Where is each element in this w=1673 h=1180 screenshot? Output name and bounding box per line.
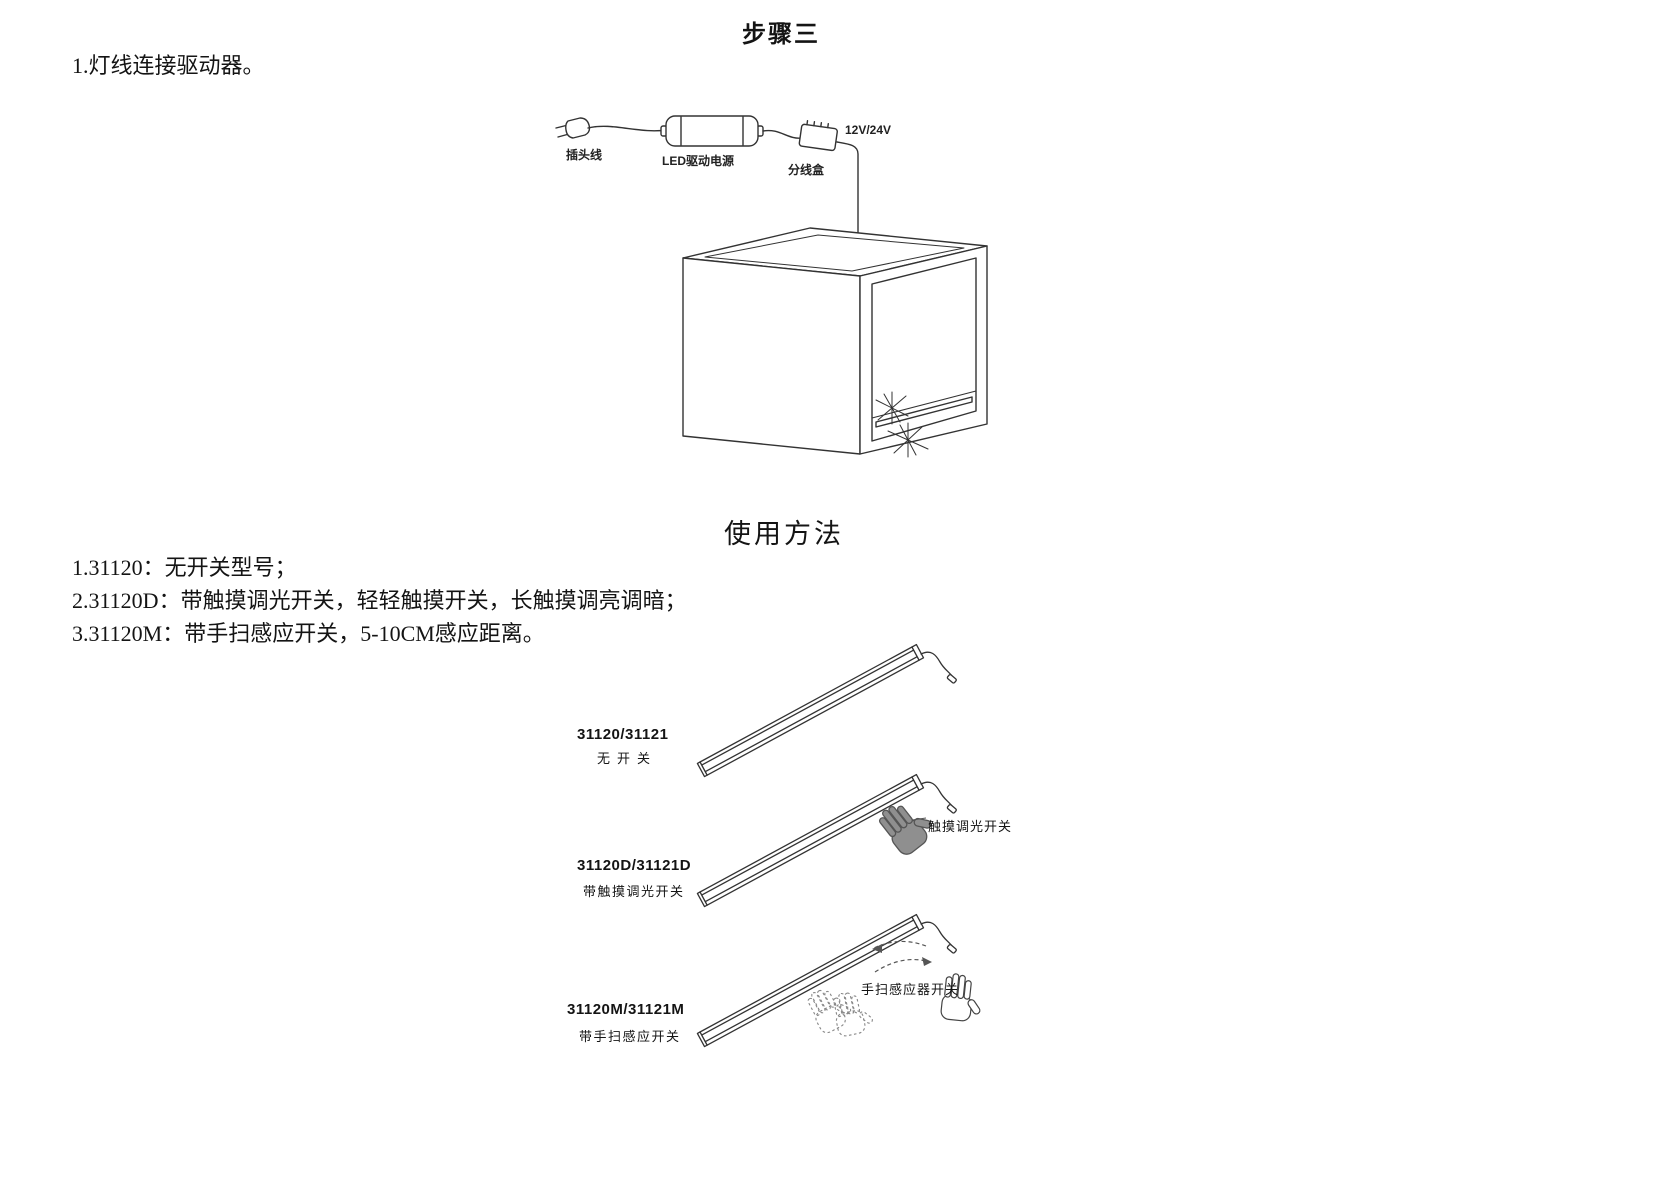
light-bar-model-2 [696,773,958,908]
model3-code: 31120M/31121M [567,1001,685,1018]
step-title: 步骤三 [742,21,820,48]
model1-desc: 无开关 [597,751,658,766]
usage-line-1: 1.31120：无开关型号； [72,555,297,580]
model3-desc: 带手扫感应开关 [579,1029,681,1044]
usage-title: 使用方法 [724,519,844,549]
light-bar-model-1 [696,643,958,778]
splitter-to-cabinet-wire [836,141,859,234]
step3-diagram [555,115,988,458]
model2-desc: 带触摸调光开关 [583,884,685,899]
usage-line-3: 3.31120M：带手扫感应开关，5-10CM感应距离。 [72,621,545,646]
touch-callout-leader [911,817,927,821]
model2-callout: 触摸调光开关 [928,819,1013,834]
led-driver-label: LED驱动电源 [662,154,735,168]
light-rays-icon [875,391,929,458]
power-plug-icon [555,117,667,139]
led-driver-box [660,115,764,147]
plug-wire-label: 插头线 [566,148,603,162]
model1-code: 31120/31121 [577,726,669,743]
junction-box-label: 分线盒 [788,163,825,177]
model3-callout: 手扫感应器开关 [861,982,960,997]
cabinet-light-bar [875,396,973,428]
sweep-motion-arrows [872,940,932,973]
usage-diagram [696,643,986,1048]
usage-line-2: 2.31120D：带触摸调光开关，轻轻触摸开关，长触摸调亮调暗； [72,588,687,613]
voltage-label: 12V/24V [845,123,892,137]
splitter-box [798,120,838,152]
light-bar-model-3 [696,913,986,1048]
step-instruction: 1.灯线连接驱动器。 [72,53,265,78]
driver-to-splitter-cord [762,129,803,139]
model2-code: 31120D/31121D [577,857,692,874]
cabinet-drawing [682,227,988,455]
